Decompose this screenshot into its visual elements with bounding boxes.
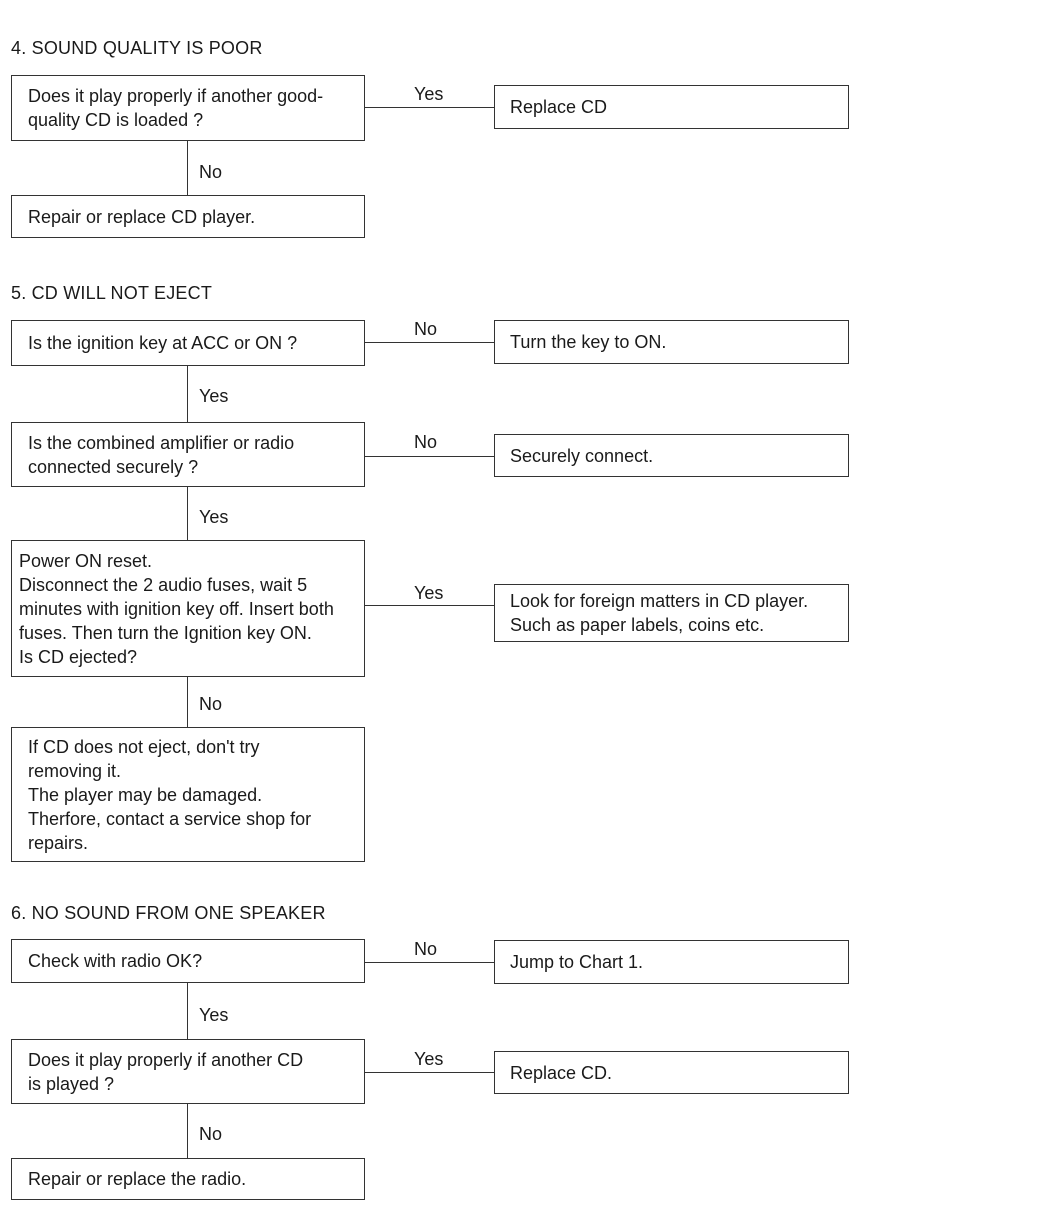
s4-end-box: Repair or replace CD player. — [11, 195, 365, 238]
s5-q1-no-label: No — [414, 319, 438, 339]
s5-q1-result-box: Turn the key to ON. — [494, 320, 849, 364]
section-5-title: 5. CD WILL NOT EJECT — [11, 283, 213, 303]
s6-q2-result-box: Replace CD. — [494, 1051, 849, 1094]
s5-q3-result-box: Look for foreign matters in CD player. S… — [494, 584, 849, 642]
s5-q3-yes-label: Yes — [414, 583, 444, 603]
s5-q1-yes-label: Yes — [199, 386, 229, 406]
s6-q1-yes-label: Yes — [199, 1005, 229, 1025]
s5-q3-text: Power ON reset. Disconnect the 2 audio f… — [19, 550, 334, 667]
s6-q1-no-label: No — [414, 939, 438, 959]
s5-q2-box: Is the combined amplifier or radio conne… — [11, 422, 365, 487]
s5-q1-yes-connector — [187, 366, 188, 422]
s4-no-connector — [187, 141, 188, 195]
s6-q2-no-label: No — [199, 1124, 223, 1144]
s5-q1-box: Is the ignition key at ACC or ON ? — [11, 320, 365, 366]
s6-q1-yes-connector — [187, 983, 188, 1039]
s6-q2-yes-connector — [365, 1072, 494, 1073]
s6-q2-no-connector — [187, 1104, 188, 1158]
section-6-title: 6. NO SOUND FROM ONE SPEAKER — [11, 903, 326, 923]
s5-q2-no-connector — [365, 456, 494, 457]
s6-q1-result-box: Jump to Chart 1. — [494, 940, 849, 984]
s5-q2-yes-connector — [187, 487, 188, 540]
s6-q1-no-connector — [365, 962, 494, 963]
s4-end-text: Repair or replace CD player. — [28, 206, 256, 227]
s5-q1-no-connector — [365, 342, 494, 343]
s6-q1-box: Check with radio OK? — [11, 939, 365, 983]
s6-q2-result-text: Replace CD. — [510, 1062, 613, 1083]
s6-q1-text: Check with radio OK? — [28, 951, 203, 971]
s5-q3-no-connector — [187, 677, 188, 727]
s5-q2-no-label: No — [414, 432, 438, 452]
s6-end-text: Repair or replace the radio. — [28, 1169, 247, 1189]
s5-q2-result-box: Securely connect. — [494, 434, 849, 477]
s4-result-box: Replace CD — [494, 85, 849, 129]
s5-q3-no-label: No — [199, 694, 223, 714]
s6-q2-box: Does it play properly if another CD is p… — [11, 1039, 365, 1104]
s6-q2-text: Does it play properly if another CD is p… — [28, 1049, 304, 1094]
s5-q3-box: Power ON reset. Disconnect the 2 audio f… — [11, 540, 365, 677]
s5-end-box: If CD does not eject, don't try removing… — [11, 727, 365, 862]
s5-q2-yes-label: Yes — [199, 507, 229, 527]
s5-q2-text: Is the combined amplifier or radio conne… — [28, 432, 295, 477]
s4-question-text: Does it play properly if another good- q… — [28, 86, 324, 130]
s5-q3-yes-connector — [365, 605, 494, 606]
s5-q1-text: Is the ignition key at ACC or ON ? — [28, 333, 298, 353]
s4-yes-label: Yes — [414, 84, 444, 104]
s4-question-box: Does it play properly if another good- q… — [11, 75, 365, 141]
s6-q1-result-text: Jump to Chart 1. — [510, 952, 644, 972]
s6-q2-yes-label: Yes — [414, 1049, 444, 1069]
s4-result-text: Replace CD — [510, 97, 608, 117]
s6-end-box: Repair or replace the radio. — [11, 1158, 365, 1200]
s5-q3-result-text: Look for foreign matters in CD player. S… — [510, 591, 809, 635]
s5-q1-result-text: Turn the key to ON. — [510, 332, 667, 352]
s5-end-text: If CD does not eject, don't try removing… — [28, 736, 312, 853]
s4-yes-connector — [365, 107, 494, 108]
section-4-title: 4. SOUND QUALITY IS POOR — [11, 38, 263, 58]
s4-no-label: No — [199, 162, 223, 182]
s5-q2-result-text: Securely connect. — [510, 445, 654, 466]
